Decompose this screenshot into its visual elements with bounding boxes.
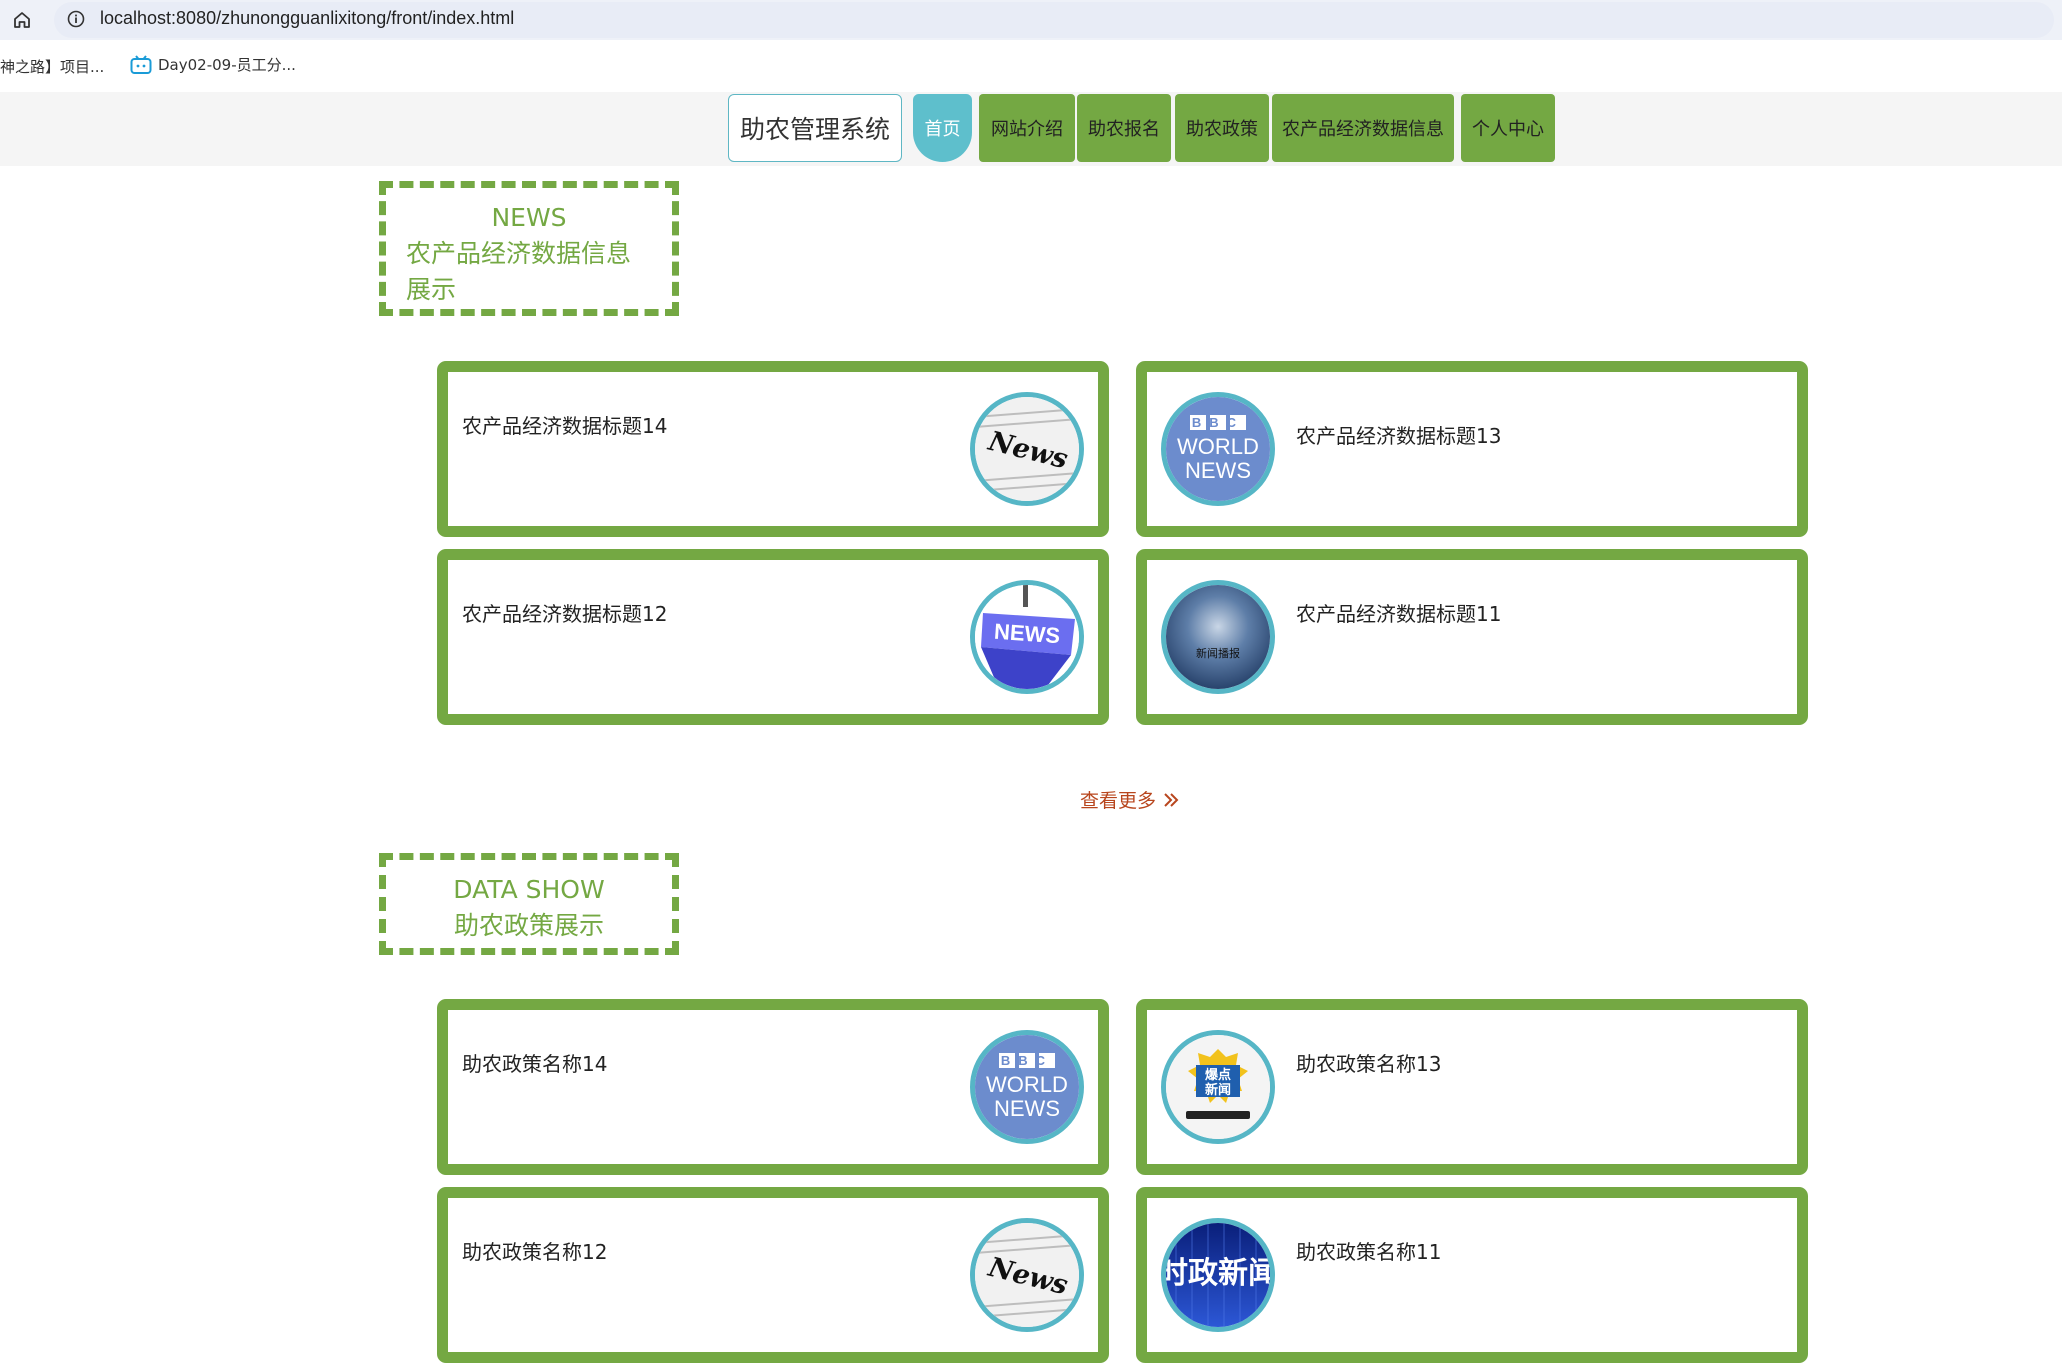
section-title-en: DATA SHOW (453, 875, 605, 904)
nav-item-economic-data[interactable]: 农产品经济数据信息 (1272, 94, 1454, 162)
image-text: NEWS (994, 1096, 1060, 1121)
section-title-en: NEWS (491, 203, 567, 232)
url-text[interactable]: localhost:8080/zhunongguanlixitong/front… (100, 8, 515, 28)
card-title[interactable]: 助农政策名称14 (462, 1052, 608, 1076)
hot-news-tv-icon[interactable]: 爆点 新闻 (1161, 1030, 1275, 1144)
card-title[interactable]: 农产品经济数据标题13 (1296, 424, 1502, 448)
news-card[interactable]: 新闻播报 农产品经济数据标题11 (1136, 549, 1808, 725)
bookmark-item[interactable]: 神之路】项目... (0, 58, 105, 76)
card-title[interactable]: 农产品经济数据标题12 (462, 602, 668, 626)
url-field[interactable] (54, 2, 2054, 38)
nav-item-signup[interactable]: 助农报名 (1077, 94, 1171, 162)
news-card[interactable]: 农产品经济数据标题12 NEWS (437, 549, 1109, 725)
double-chevron-right-icon (1164, 792, 1179, 807)
bilibili-icon (130, 54, 152, 74)
image-text: BBC (1192, 415, 1244, 430)
nav-item-home[interactable]: 首页 (913, 94, 972, 162)
news-section-header: NEWS 农产品经济数据信息展示 (379, 181, 679, 316)
news-broadcast-icon[interactable]: 新闻播报 (1161, 580, 1275, 694)
view-more-label: 查看更多 (1080, 790, 1157, 812)
news-newspaper-icon[interactable]: News (970, 1218, 1084, 1332)
policy-card[interactable]: 助农政策名称14 BBC WORLD NEWS (437, 999, 1109, 1175)
card-title[interactable]: 助农政策名称13 (1296, 1052, 1442, 1076)
image-text: 新闻 (1205, 1082, 1231, 1098)
home-icon[interactable] (8, 6, 36, 34)
nav-item-profile[interactable]: 个人中心 (1461, 94, 1555, 162)
image-text: 新闻播报 (1196, 646, 1240, 660)
image-text: NEWS (1185, 458, 1251, 483)
bookmark-item[interactable]: Day02-09-员工分... (130, 54, 296, 75)
site-info-icon[interactable] (66, 9, 86, 29)
policy-card[interactable]: 助农政策名称12 News (437, 1187, 1109, 1363)
image-text: 爆点 (1205, 1067, 1231, 1083)
card-title[interactable]: 农产品经济数据标题11 (1296, 602, 1502, 626)
image-text: BBC (1001, 1053, 1053, 1068)
site-brand[interactable]: 助农管理系统 (728, 94, 902, 162)
nav-item-policy[interactable]: 助农政策 (1175, 94, 1269, 162)
image-text: WORLD (986, 1072, 1068, 1097)
news-card[interactable]: BBC WORLD NEWS 农产品经济数据标题13 (1136, 361, 1808, 537)
bbc-world-news-icon[interactable]: BBC WORLD NEWS (1161, 392, 1275, 506)
politics-news-icon[interactable]: 时政新闻 (1161, 1218, 1275, 1332)
image-text: 时政新闻 (1166, 1256, 1270, 1291)
policy-card[interactable]: 时政新闻 助农政策名称11 (1136, 1187, 1808, 1363)
site-navbar: 助农管理系统 首页 网站介绍 助农报名 助农政策 农产品经济数据信息 个人中心 (0, 92, 2062, 166)
news-card[interactable]: 农产品经济数据标题14 News (437, 361, 1109, 537)
card-title[interactable]: 农产品经济数据标题14 (462, 414, 668, 438)
bookmark-label: Day02-09-员工分... (158, 56, 296, 74)
bbc-world-news-icon[interactable]: BBC WORLD NEWS (970, 1030, 1084, 1144)
card-title[interactable]: 助农政策名称11 (1296, 1240, 1442, 1264)
image-text: NEWS (993, 619, 1061, 649)
news-newspaper-icon[interactable]: News (970, 392, 1084, 506)
section-title-zh: 助农政策展示 (453, 911, 604, 940)
bookmarks-bar: 神之路】项目... Day02-09-员工分... (0, 40, 2062, 92)
section-title-zh: 农产品经济数据信息展示 (406, 239, 632, 304)
data-section-header: DATA SHOW 助农政策展示 (379, 853, 679, 955)
policy-card[interactable]: 爆点 新闻 助农政策名称13 (1136, 999, 1808, 1175)
news-sign-icon[interactable]: NEWS (970, 580, 1084, 694)
card-title[interactable]: 助农政策名称12 (462, 1240, 608, 1264)
view-more-link[interactable]: 查看更多 (1080, 786, 1180, 813)
browser-address-bar: localhost:8080/zhunongguanlixitong/front… (0, 0, 2062, 40)
image-text: WORLD (1177, 434, 1259, 459)
nav-item-about[interactable]: 网站介绍 (979, 94, 1075, 162)
